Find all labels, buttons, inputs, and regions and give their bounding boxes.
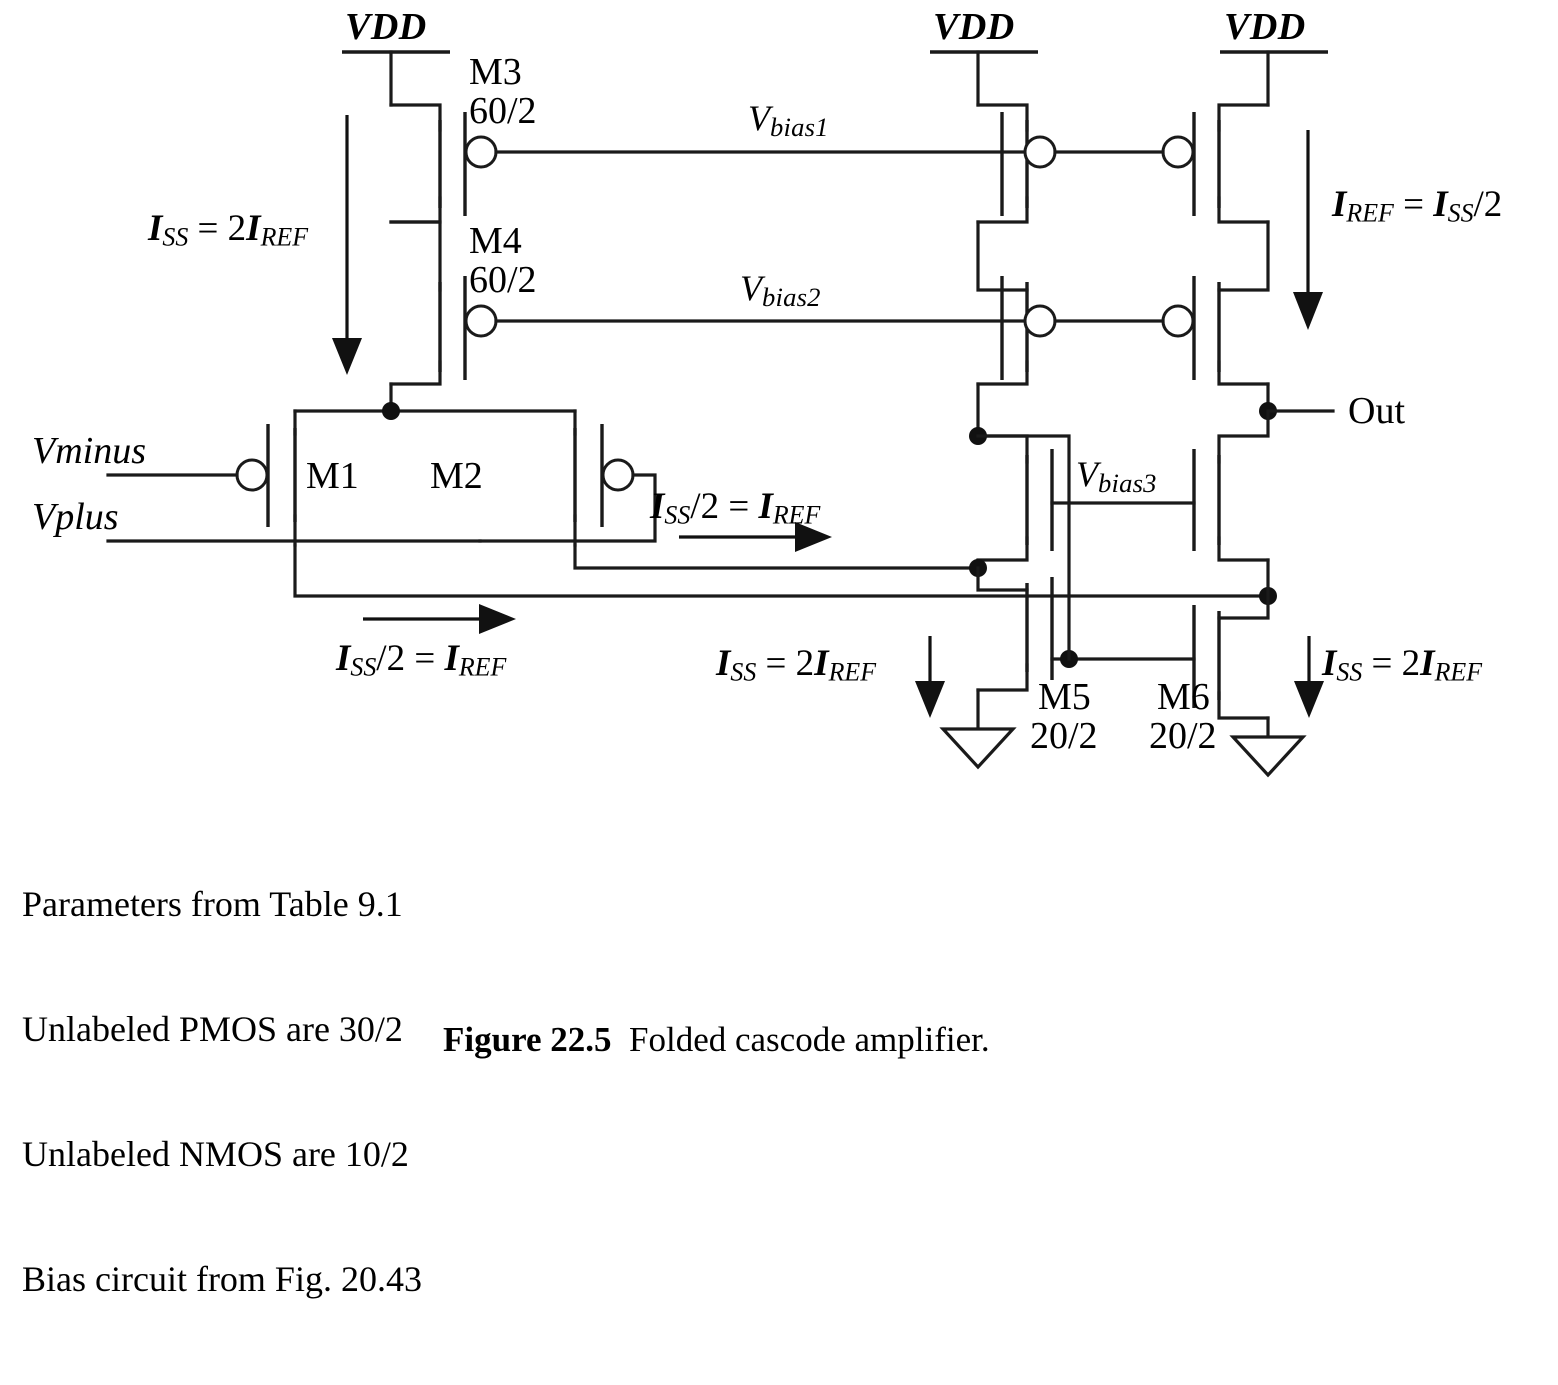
ihalf-mid-sub: SS (664, 500, 691, 530)
iss-bm-sub: SS (730, 657, 757, 687)
label-ihalf-bottom: ISS/2 = IREF (336, 640, 506, 681)
label-m2: M2 (430, 455, 483, 497)
label-m4-size: 60/2 (469, 259, 537, 301)
caption-label: Figure 22.5 (443, 1020, 612, 1059)
figure-root: VDD VDD VDD M3 60/2 M4 60/2 M1 M2 M5 20/… (22, 6, 1502, 1299)
iref-right-eq: = (1393, 184, 1434, 225)
pmos-cascode-right (1053, 50, 1335, 420)
iss-left-eq: = 2 (188, 208, 247, 249)
iss-bm-i2: I (814, 643, 829, 684)
iref-right-i2: I (1433, 184, 1448, 225)
label-vdd-left: VDD (345, 6, 427, 48)
iref-right-sub2: SS (1447, 198, 1474, 228)
label-m6-name: M6 (1157, 676, 1210, 718)
label-out: Out (1348, 390, 1405, 432)
vbias2-v: V (740, 268, 762, 308)
ihalf-mid-tail: /2 = (690, 486, 759, 527)
label-ihalf-middle: ISS/2 = IREF (650, 488, 820, 529)
current-arrow-iss-left (332, 115, 362, 375)
iss-left-i: I (148, 208, 163, 249)
label-vbias2: Vbias2 (740, 270, 821, 311)
iss-bm-eq: = 2 (756, 643, 815, 684)
label-iss-bottom-middle: ISS = 2IREF (716, 645, 876, 686)
label-m3-name: M3 (469, 51, 522, 93)
ihalf-bot-i2: I (444, 638, 459, 679)
vbias2-sub: bias2 (762, 281, 821, 312)
label-vplus: Vplus (32, 496, 119, 538)
vbias3-sub: bias3 (1098, 467, 1157, 498)
notes-line-2: Unlabeled PMOS are 30/2 (22, 1008, 403, 1049)
label-vminus: Vminus (32, 430, 146, 472)
label-vbias1: Vbias1 (748, 100, 829, 141)
label-vdd-middle: VDD (933, 6, 1015, 48)
label-iss-left: ISS = 2IREF (148, 210, 308, 251)
label-m3-size: 60/2 (469, 90, 537, 132)
iss-bm-i: I (716, 643, 731, 684)
nmos-cascode-right-branch (1192, 409, 1307, 778)
notes-line-3: Unlabeled NMOS are 10/2 (22, 1134, 409, 1174)
transistor-m4 (389, 220, 1042, 413)
label-m5-name: M5 (1038, 676, 1091, 718)
pmos-cascode-middle (930, 50, 1057, 445)
iss-left-sub: SS (162, 222, 189, 252)
label-iref-right: IREF = ISS/2 (1332, 186, 1502, 227)
label-iss-bottom-right: ISS = 2IREF (1322, 645, 1482, 686)
iss-br-i2: I (1420, 643, 1435, 684)
ihalf-bot-tail: /2 = (376, 638, 445, 679)
iss-br-sub2: REF (1434, 657, 1483, 687)
iss-br-sub: SS (1336, 657, 1363, 687)
iss-bm-sub2: REF (828, 657, 877, 687)
iref-right-i: I (1332, 184, 1347, 225)
iss-left-sub2: REF (260, 222, 309, 252)
current-arrow-ihalf-middle (679, 522, 832, 552)
circuit-schematic (106, 50, 1335, 778)
current-arrow-ihalf-bottom (363, 604, 516, 634)
ihalf-bot-sub: SS (350, 652, 377, 682)
ihalf-mid-i: I (650, 486, 665, 527)
ihalf-bot-i: I (336, 638, 351, 679)
iref-right-sub: REF (1346, 198, 1394, 228)
iss-br-i: I (1322, 643, 1337, 684)
notes-block: Parameters from Table 9.1 Unlabeled PMOS… (22, 800, 422, 1385)
vdd-rail-left (342, 50, 450, 107)
differential-pair (106, 402, 1270, 598)
label-m4-name: M4 (469, 220, 522, 262)
iss-left-i2: I (246, 208, 261, 249)
label-m1: M1 (306, 455, 359, 497)
label-m5-size: 20/2 (1030, 715, 1098, 757)
caption-gap (612, 1020, 630, 1059)
vbias3-v: V (1076, 454, 1098, 494)
ihalf-bot-sub2: REF (458, 652, 507, 682)
current-arrow-iref-right (1293, 130, 1323, 330)
ihalf-mid-i2: I (758, 486, 773, 527)
caption-text: Folded cascode amplifier. (629, 1020, 990, 1059)
nmos-cascode-left-branch (939, 434, 1196, 770)
figure-caption: Figure 22.5 Folded cascode amplifier. (443, 1020, 990, 1060)
iss-br-eq: = 2 (1362, 643, 1421, 684)
ihalf-mid-sub2: REF (772, 500, 821, 530)
iref-right-tail: /2 (1473, 184, 1503, 225)
vbias1-sub: bias1 (770, 111, 829, 142)
label-vdd-right: VDD (1224, 6, 1306, 48)
notes-line-4: Bias circuit from Fig. 20.43 (22, 1259, 422, 1300)
vbias1-v: V (748, 98, 770, 138)
current-arrow-iss-bottom-right (1294, 636, 1324, 718)
notes-line-1: Parameters from Table 9.1 (22, 883, 403, 924)
current-arrow-iss-bottom-middle (915, 636, 945, 718)
label-m6-size: 20/2 (1149, 715, 1217, 757)
label-vbias3: Vbias3 (1076, 456, 1157, 497)
